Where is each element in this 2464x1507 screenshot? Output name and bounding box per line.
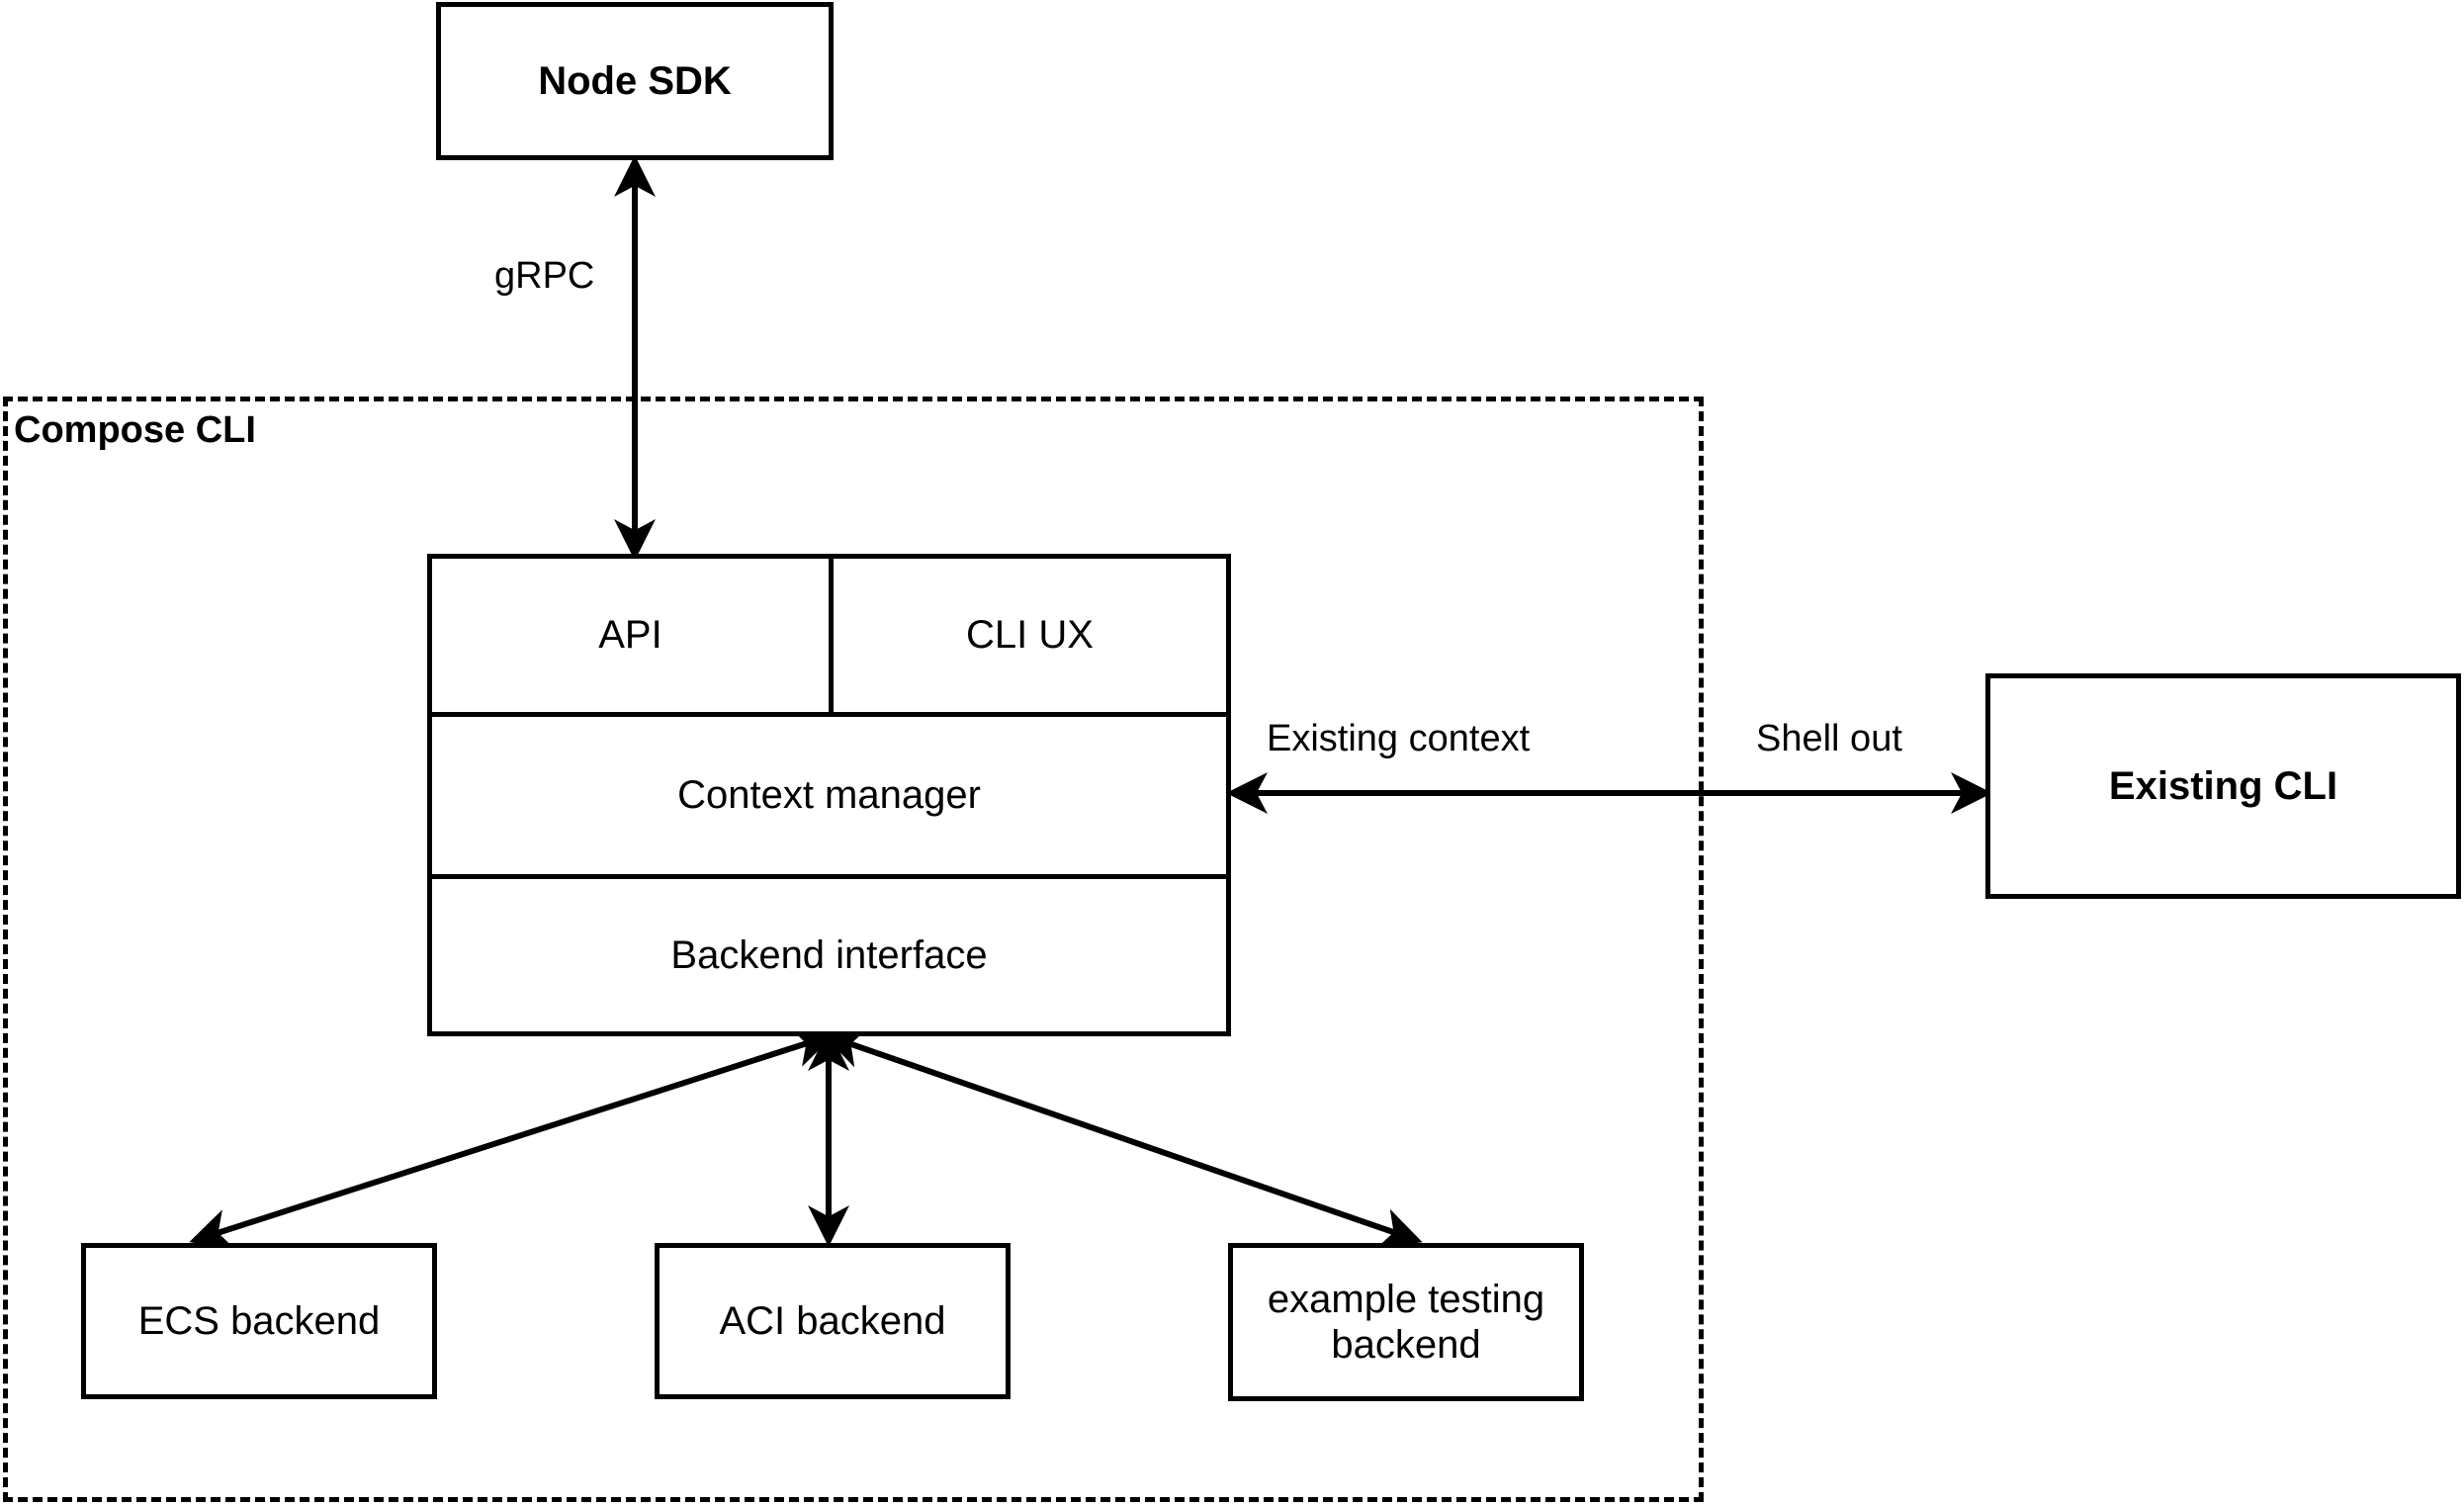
existing-cli-label: Existing CLI	[2108, 764, 2338, 808]
compose-cli-stack: API CLI UX Context manager Backend inter…	[427, 554, 1231, 1036]
aci-backend-box[interactable]: ACI backend	[655, 1243, 1011, 1399]
ecs-backend-box[interactable]: ECS backend	[81, 1243, 437, 1399]
stack-row-api-cliux: API CLI UX	[432, 559, 1226, 717]
ecs-backend-label: ECS backend	[137, 1299, 381, 1343]
existing-cli-box[interactable]: Existing CLI	[1985, 673, 2461, 899]
cli-ux-label: CLI UX	[966, 613, 1094, 657]
compose-cli-region-label: Compose CLI	[14, 409, 256, 451]
stack-row-context-manager[interactable]: Context manager	[432, 717, 1226, 879]
node-sdk-box[interactable]: Node SDK	[436, 2, 834, 160]
api-cell[interactable]: API	[432, 559, 834, 712]
compose-cli-region	[3, 397, 1704, 1502]
backend-interface-label: Backend interface	[670, 932, 988, 977]
context-manager-cell[interactable]: Context manager	[432, 717, 1226, 874]
cli-ux-cell[interactable]: CLI UX	[834, 559, 1226, 712]
example-testing-backend-box[interactable]: example testing backend	[1228, 1243, 1584, 1401]
node-sdk-label: Node SDK	[538, 59, 732, 103]
edge-label-shell-out: Shell out	[1750, 718, 1908, 760]
edge-label-grpc: gRPC	[488, 255, 601, 298]
backend-interface-cell[interactable]: Backend interface	[432, 879, 1226, 1031]
edge-label-existing-context: Existing context	[1261, 718, 1537, 760]
context-manager-label: Context manager	[677, 773, 981, 817]
api-label: API	[598, 613, 662, 657]
aci-backend-label: ACI backend	[719, 1299, 946, 1343]
example-testing-backend-label: example testing backend	[1267, 1278, 1545, 1367]
stack-row-backend-interface[interactable]: Backend interface	[432, 879, 1226, 1031]
